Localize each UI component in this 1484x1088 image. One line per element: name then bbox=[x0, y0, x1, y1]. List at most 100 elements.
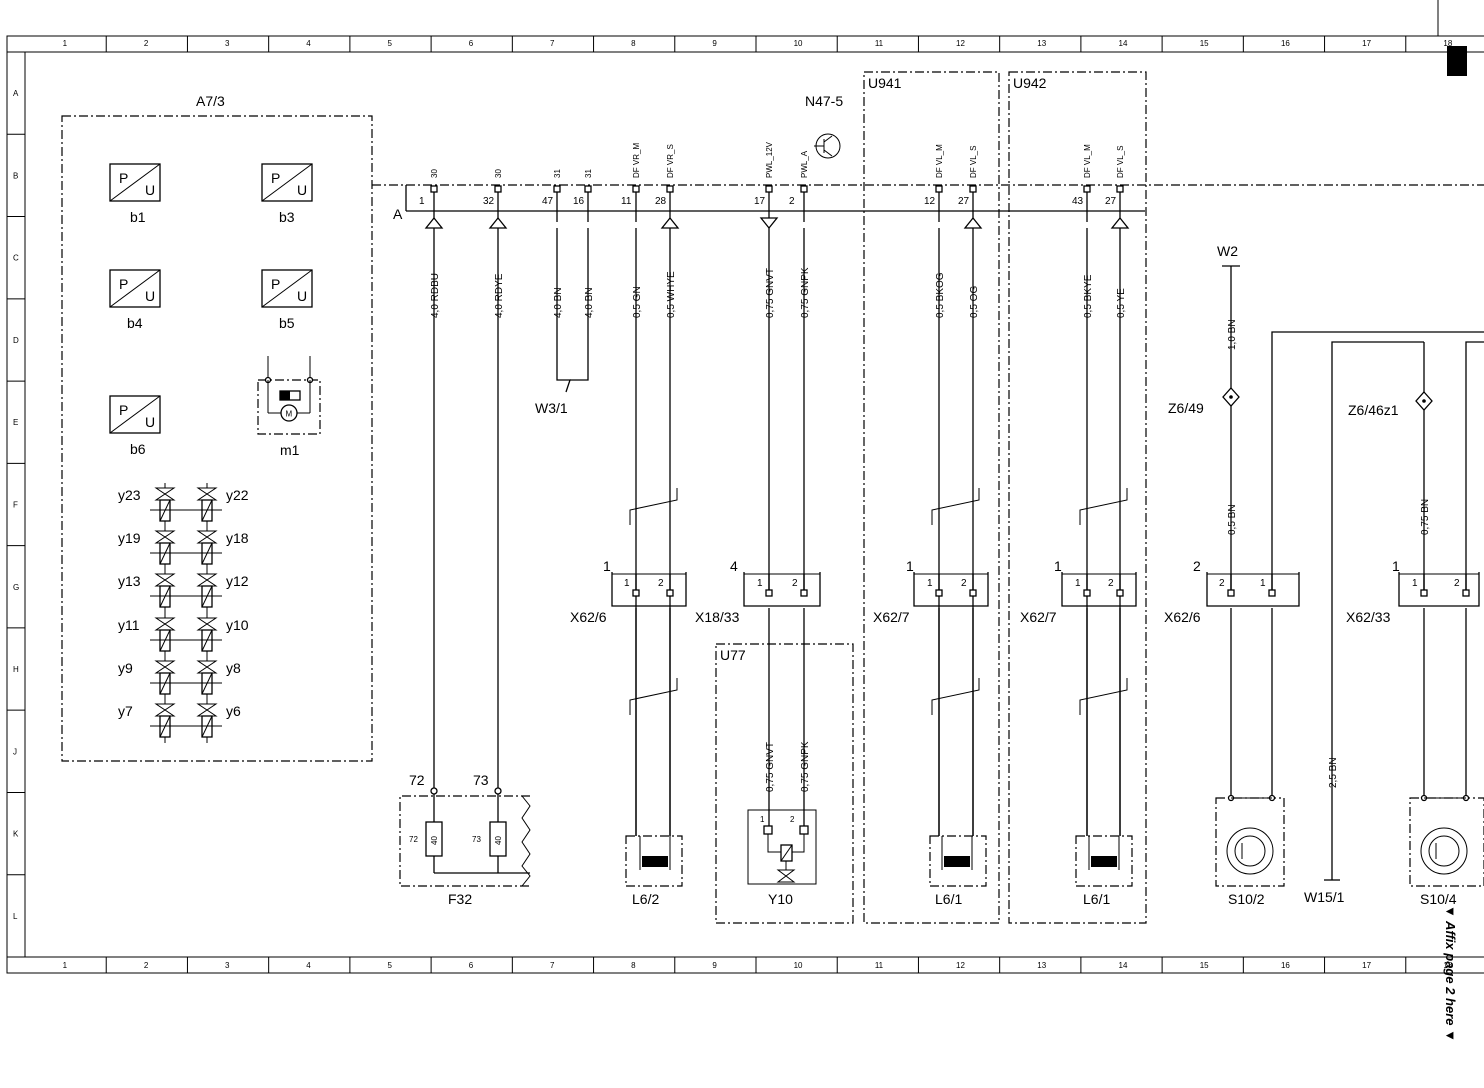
pin-function-label: DF VL_M bbox=[935, 144, 944, 178]
grid-column-label: 10 bbox=[794, 961, 803, 970]
grid-column-label: 4 bbox=[306, 39, 311, 48]
connector-pin-label: 2 bbox=[1108, 578, 1114, 589]
valve-y11-label: y11 bbox=[118, 617, 140, 633]
connector-pin-label: 1 bbox=[624, 578, 630, 589]
wire-label: 0,75 GNVT bbox=[765, 742, 776, 792]
grid-row-label: L bbox=[13, 912, 18, 921]
svg-text:P: P bbox=[271, 276, 280, 292]
switch-s10-4: S10/4 bbox=[1409, 794, 1484, 907]
pin-number-label: 27 bbox=[958, 196, 970, 207]
valve-y9-label: y9 bbox=[118, 660, 133, 676]
connector-housing bbox=[1398, 572, 1480, 607]
pin-socket bbox=[430, 185, 438, 193]
svg-text:P: P bbox=[119, 170, 128, 186]
valve-symbol bbox=[154, 660, 176, 674]
fuse-72-label: 72 bbox=[409, 772, 425, 788]
grid-column-label: 6 bbox=[469, 961, 474, 970]
valve-y11: y11 bbox=[118, 613, 176, 657]
ground-w15-1-label: W15/1 bbox=[1304, 889, 1345, 905]
valve-y18-label: y18 bbox=[226, 530, 249, 546]
splice-z6-46z1: Z6/46z1 bbox=[1348, 342, 1433, 590]
valve-symbol bbox=[196, 617, 218, 631]
diagram-frame bbox=[6, 0, 1484, 974]
grid-column-label: 18 bbox=[1443, 39, 1452, 48]
wire-label: 0,75 BN bbox=[1420, 499, 1431, 535]
grid-column-label: 15 bbox=[1200, 961, 1209, 970]
wire-label: 1,0 BN bbox=[1227, 319, 1238, 350]
pin-6: DF VR_S28 bbox=[655, 144, 680, 229]
svg-text:72: 72 bbox=[409, 835, 418, 844]
connector-label: X18/33 bbox=[695, 609, 740, 625]
connector-housing bbox=[743, 572, 821, 607]
connector-housing bbox=[1061, 572, 1137, 607]
connector-pin bbox=[1227, 589, 1235, 597]
grid-column-label: 5 bbox=[388, 961, 393, 970]
pin-number-label: 2 bbox=[789, 196, 795, 207]
svg-text:P: P bbox=[119, 276, 128, 292]
connector-pin bbox=[666, 589, 674, 597]
svg-text:P: P bbox=[119, 402, 128, 418]
connector-housing bbox=[913, 572, 989, 607]
grid-column-label: 15 bbox=[1200, 39, 1209, 48]
valve-y10: y10 bbox=[196, 613, 249, 657]
svg-text:U: U bbox=[145, 288, 155, 304]
connector-label: X62/7 bbox=[873, 609, 910, 625]
grid-column-label: 11 bbox=[875, 39, 884, 48]
pin-socket bbox=[666, 185, 674, 193]
twisted-pair-marks bbox=[629, 488, 1128, 715]
valve-y10-label: Y10 bbox=[768, 891, 793, 907]
connector-pin-label: 1 bbox=[1412, 578, 1418, 589]
connector-housing bbox=[611, 572, 687, 607]
pin-socket bbox=[1083, 185, 1091, 193]
pin-number-label: 11 bbox=[621, 196, 632, 207]
module-u942: U942 bbox=[1008, 71, 1147, 924]
arrow-out-icon bbox=[424, 216, 444, 229]
valve-y13-label: y13 bbox=[118, 573, 141, 589]
pin-function-label: 31 bbox=[584, 169, 593, 178]
wire-label: 0,75 GNPK bbox=[800, 267, 811, 318]
grid-column-label: 14 bbox=[1119, 39, 1128, 48]
grid-column-label: 18 bbox=[1443, 961, 1452, 970]
grid-column-label: 1 bbox=[63, 961, 68, 970]
valve-y13: y13 bbox=[118, 569, 176, 613]
wire-label: 0,75 GNVT bbox=[765, 268, 776, 318]
valve-y19-label: y19 bbox=[118, 530, 141, 546]
connector-pin bbox=[1462, 589, 1470, 597]
connector-pin-number: 4 bbox=[730, 558, 738, 574]
wire-label: 4,0 BN bbox=[584, 287, 595, 318]
switch-s10-2-label: S10/2 bbox=[1228, 891, 1265, 907]
sensor-l6-1-a-label: L6/1 bbox=[935, 891, 962, 907]
valve-y12-label: y12 bbox=[226, 573, 249, 589]
valve-symbol bbox=[196, 530, 218, 544]
pin-number-label: 16 bbox=[573, 196, 585, 207]
grid-column-label: 16 bbox=[1281, 39, 1290, 48]
pin-number-label: 1 bbox=[419, 196, 425, 207]
module-a7-3: A7/3 bbox=[61, 93, 373, 762]
connector-label: X62/7 bbox=[1020, 609, 1057, 625]
valve-y7-label: y7 bbox=[118, 703, 133, 719]
pin-4: 31 16 bbox=[573, 169, 593, 222]
arrow-in-icon bbox=[759, 217, 779, 230]
pin-1: 301 bbox=[419, 169, 444, 229]
grid-column-label: 9 bbox=[712, 39, 717, 48]
pin-function-label: 31 bbox=[553, 169, 562, 178]
sensor-b1: P U b1 bbox=[109, 163, 161, 225]
grid-column-label: 2 bbox=[144, 961, 149, 970]
valve-y8-label: y8 bbox=[226, 660, 241, 676]
grid-column-label: 3 bbox=[225, 39, 230, 48]
sensor-l6-1-b: L6/1 bbox=[1075, 835, 1133, 907]
grid-column-label: 1 bbox=[63, 39, 68, 48]
module-n47-5-label: N47-5 bbox=[805, 93, 843, 109]
grid-columns: 1122334455667788991010111112121313141415… bbox=[63, 36, 1453, 973]
pin-number-label: 47 bbox=[542, 196, 554, 207]
fuse-73-label: 73 bbox=[473, 772, 489, 788]
module-u77: U77 1 2 Y10 bbox=[715, 643, 854, 924]
connector-pin bbox=[632, 589, 640, 597]
switch-s10-2: S10/2 bbox=[1215, 794, 1285, 907]
valve-symbol bbox=[154, 703, 176, 717]
valve-symbol bbox=[154, 573, 176, 587]
sensor-b1-label: b1 bbox=[130, 209, 146, 225]
svg-text:73: 73 bbox=[472, 835, 481, 844]
